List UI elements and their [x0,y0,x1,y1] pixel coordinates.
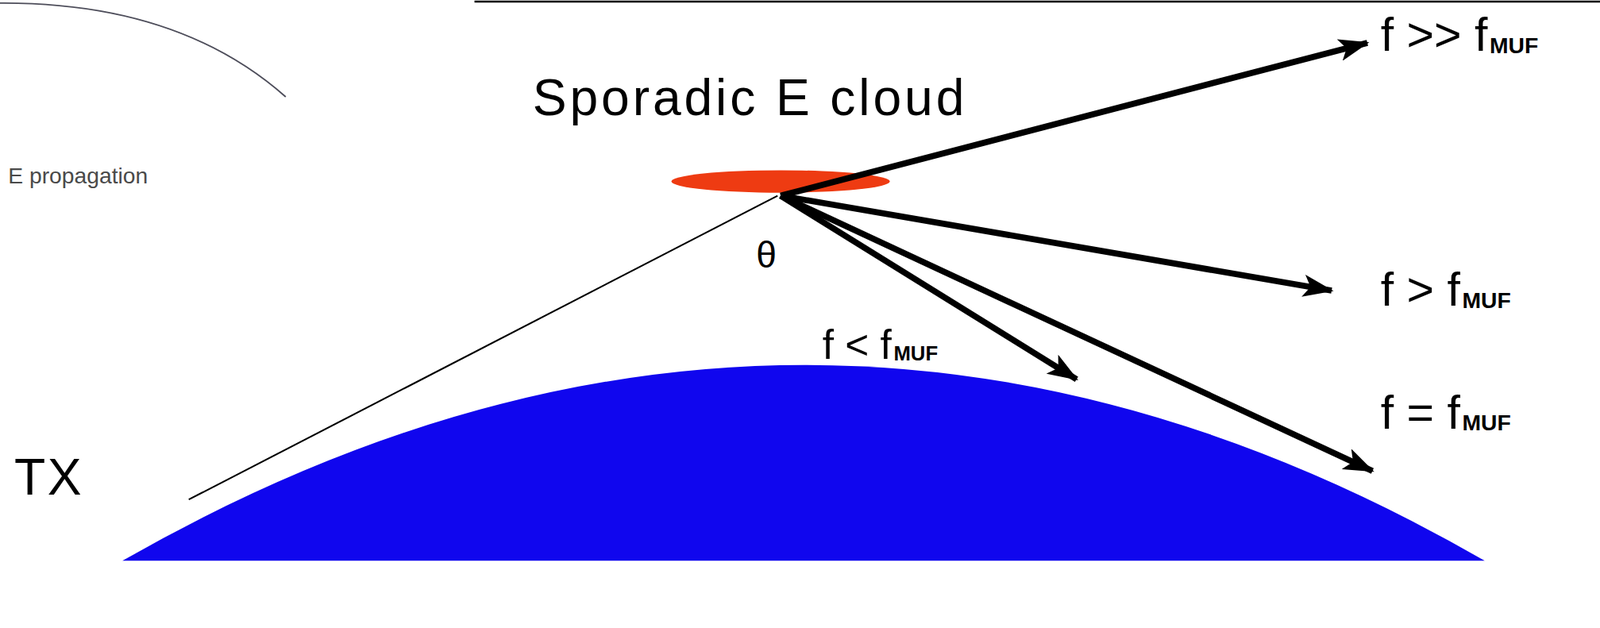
frequency-subscript: MUF [1461,411,1511,434]
muf-ray [780,196,1373,472]
frequency-subscript: MUF [1461,289,1511,312]
escaping-ray [780,196,1332,291]
angle-symbol: θ [755,236,777,274]
top-rule [474,0,1600,4]
reflected-ray [780,196,1077,380]
figure-arc-fragment [0,3,286,97]
transmitter-label: TX [14,451,84,503]
frequency-subscript: MUF [1489,34,1539,57]
caption-fragment: E propagation [7,164,148,187]
frequency-label: f = f [1380,389,1461,436]
incident-ray [188,196,778,501]
frequency-label: f > f [1380,266,1461,313]
frequency-label: f >> f [1380,11,1489,58]
earth-surface [122,365,1485,562]
frequency-label: f < f [822,324,892,366]
cloud-label: Sporadic E cloud [532,72,968,124]
frequency-subscript: MUF [893,343,938,365]
